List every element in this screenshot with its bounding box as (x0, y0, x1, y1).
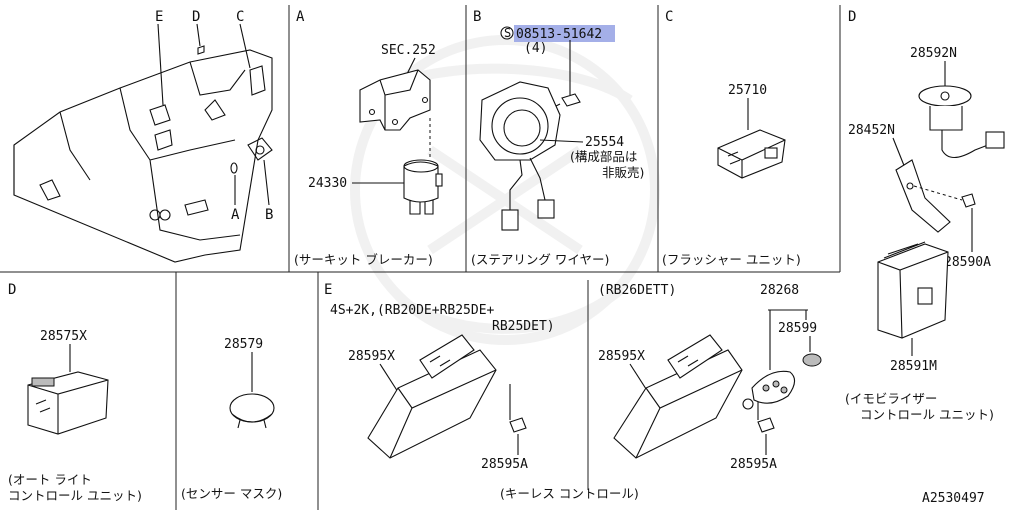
ecu-part-number-right: 28595X (598, 349, 645, 364)
antenna-part-number: 28592N (910, 46, 957, 61)
sec-252-label: SEC.252 (381, 43, 436, 58)
spiral-cable-caption: (ステアリング ワイヤー) (471, 252, 609, 267)
watermark-emblem (350, 35, 660, 345)
panel-d-letter-top: D (848, 9, 856, 25)
bolt-part-number-right: 28595A (730, 457, 777, 472)
flasher-caption: (フラッシャー ユニット) (662, 252, 801, 267)
keyless-caption: (キーレス コントロール) (500, 486, 639, 501)
battery-drawing (802, 353, 822, 367)
immobilizer-antenna (918, 85, 1005, 159)
diagram-id: A2530497 (922, 491, 985, 506)
sensor-mask-caption: (センサー マスク) (181, 486, 282, 501)
bolt-quantity: (4) (524, 41, 547, 56)
callout-letter-e: E (155, 9, 163, 25)
keyless-ecu-right (613, 334, 743, 459)
bolt-part-number-left: 28595A (481, 457, 528, 472)
circuit-breaker-part-number: 24330 (308, 176, 347, 191)
auto-light-part-number: 28575X (40, 329, 87, 344)
not-sold-note-line1: (構成部品は (570, 149, 637, 164)
sensor-mask-drawing (229, 393, 275, 429)
circuit-breaker (403, 159, 443, 215)
panel-c-letter: C (665, 9, 673, 25)
panel-c: C 25710 (フラッシャー ユニット) (662, 9, 801, 267)
panel-b: B S 08513-51642 (4) 25554 (構成部品は 非販売) (ス… (471, 9, 644, 267)
not-sold-note-line2: 非販売) (602, 165, 644, 180)
bolt-28590a-part-number: 28590A (944, 255, 991, 270)
battery-part-number: 28599 (778, 321, 817, 336)
bracket-part-number: 28452N (848, 123, 895, 138)
panel-sensor-mask: 28579 (センサー マスク) (181, 337, 282, 501)
panel-a-letter: A (296, 9, 305, 25)
key-fob (742, 370, 796, 410)
panel-d-letter-bottom: D (8, 282, 16, 298)
panel-grid (0, 5, 841, 510)
immobilizer-control-unit (877, 241, 949, 339)
circuit-breaker-caption: (サーキット ブレーカー) (294, 252, 433, 267)
panel-a: A SEC.252 24330 (サーキット ブレーカー) (294, 9, 443, 267)
auto-light-caption-line2: コントロール ユニット) (8, 488, 142, 503)
key-part-number: 28268 (760, 283, 799, 298)
panel-e-letter: E (324, 282, 332, 298)
dashboard-drawing (13, 23, 273, 263)
circuit-breaker-bracket (359, 69, 431, 131)
key-leader (768, 309, 808, 370)
immobilizer-caption-line1: (イモビライザー (845, 391, 937, 406)
bolt-part-number: 08513-51642 (516, 27, 602, 42)
bolt-28590a-drawing (961, 193, 976, 208)
panel-d-auto-light: D 28575X (オート ライト コントロール ユニット) (8, 282, 142, 503)
panel-b-letter: B (473, 9, 481, 25)
flasher-unit (717, 129, 786, 179)
bolt-28595a-right (757, 417, 775, 433)
callout-letter-d: D (192, 9, 200, 25)
callout-letter-b: B (265, 207, 273, 223)
callout-letter-a: A (231, 207, 240, 223)
immobilizer-unit-part-number: 28591M (890, 359, 937, 374)
ecu-part-number-left: 28595X (348, 349, 395, 364)
auto-light-control-unit (27, 371, 109, 435)
bolt-28595a-left (509, 417, 527, 433)
variant2-label: (RB26DETT) (598, 283, 676, 298)
panel-d-immobilizer: D 28592N 28452N 28590A 28591M (イモビライザー (845, 9, 1005, 422)
variant1-line1: 4S+2K,(RB20DE+RB25DE+ (330, 303, 495, 318)
auto-light-caption-line1: (オート ライト (8, 472, 92, 487)
panel-e-keyless: E 4S+2K,(RB20DE+RB25DE+ RB25DET) (RB26DE… (324, 282, 822, 501)
flasher-part-number: 25710 (728, 83, 767, 98)
keyless-ecu-left (367, 334, 497, 459)
sensor-mask-part-number: 28579 (224, 337, 263, 352)
spiral-cable-part-number: 25554 (585, 135, 624, 150)
part-number-highlight (514, 25, 615, 42)
variant1-line2: RB25DET) (492, 319, 555, 334)
bolt-symbol-icon (500, 26, 514, 40)
immobilizer-caption-line2: コントロール ユニット) (860, 407, 994, 422)
svg-text:S: S (504, 26, 511, 40)
dashboard-panel: E D C A B (13, 9, 273, 263)
immobilizer-bracket (895, 159, 951, 233)
callout-letter-c: C (236, 9, 244, 25)
